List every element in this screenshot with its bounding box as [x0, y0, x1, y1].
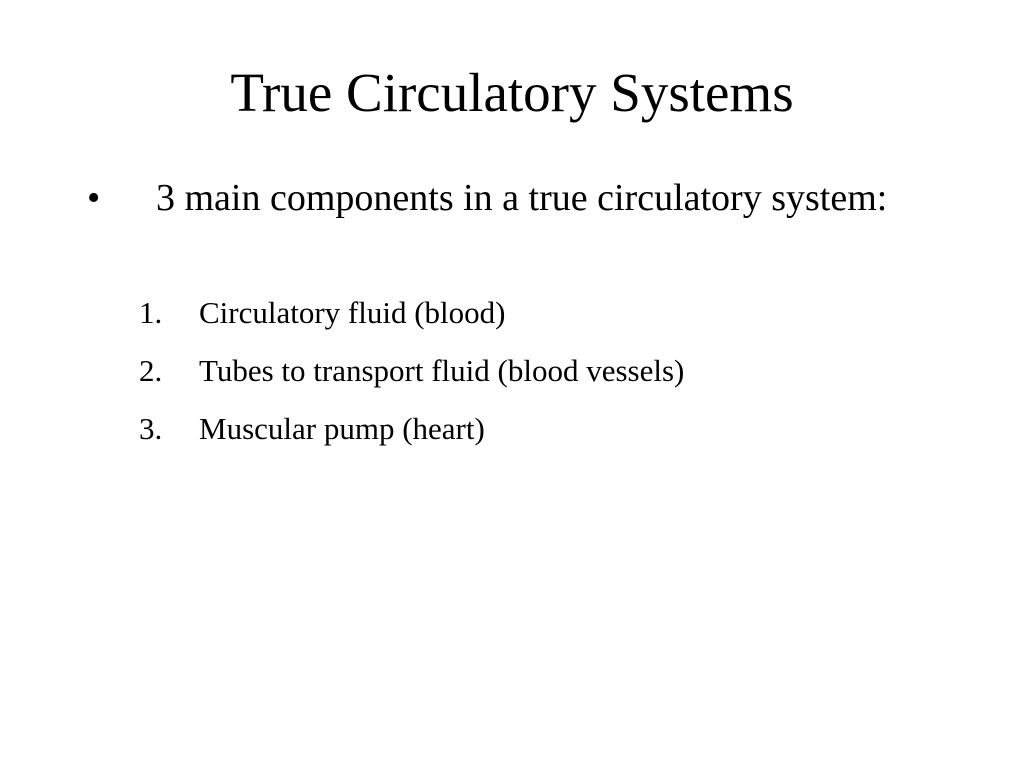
list-item-number: 1.: [139, 295, 163, 330]
list-item-text: Muscular pump (heart): [199, 411, 485, 446]
numbered-list: 1. Circulatory fluid (blood) 2. Tubes to…: [139, 293, 959, 467]
list-item: 2. Tubes to transport fluid (blood vesse…: [139, 351, 959, 409]
bullet-text: 3 main components in a true circulatory …: [156, 177, 888, 219]
list-item-number: 3.: [139, 411, 163, 446]
list-item: 3. Muscular pump (heart): [139, 409, 959, 467]
list-item-text: Tubes to transport fluid (blood vessels): [199, 353, 685, 388]
list-item: 1. Circulatory fluid (blood): [139, 293, 959, 351]
list-item-text: Circulatory fluid (blood): [199, 295, 506, 330]
bullet-marker: •: [87, 177, 101, 219]
slide-title: True Circulatory Systems: [230, 62, 794, 123]
list-item-number: 2.: [139, 353, 163, 388]
